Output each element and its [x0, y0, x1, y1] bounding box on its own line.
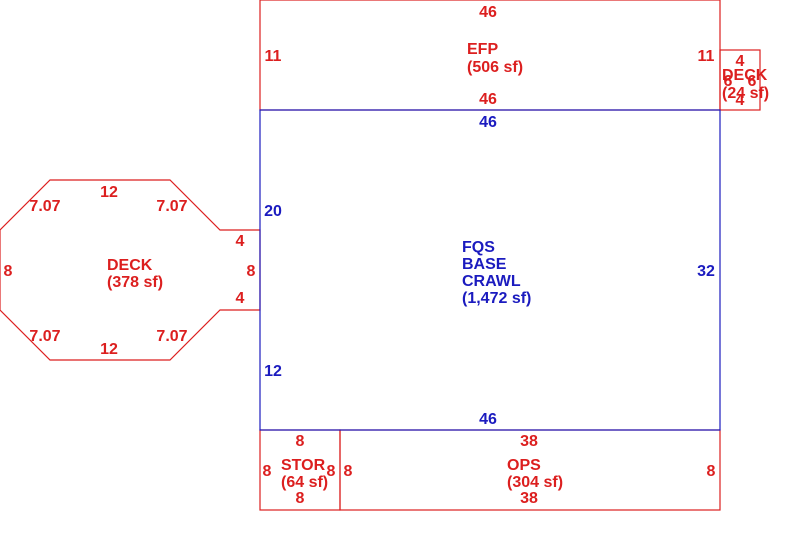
deck-small-dim-bottom: 4: [736, 92, 745, 109]
ops-dim-left: 8: [344, 463, 353, 480]
ops-dim-right: 8: [707, 463, 716, 480]
stor-name: STOR: [281, 457, 326, 474]
ops-dim-top: 38: [520, 433, 538, 450]
fqs-outline: [259, 109, 721, 431]
stor-dim-right: 8: [327, 463, 336, 480]
deck-small-dim-right: 6: [748, 73, 757, 90]
oct-dim-tl: 7.07: [29, 198, 60, 215]
oct-dim-bl: 7.07: [29, 328, 60, 345]
deck-small-dim-top: 4: [736, 53, 745, 70]
efp-dim-left: 11: [265, 48, 282, 65]
oct-dim-left: 8: [4, 263, 13, 280]
deck-octagon-outline: [0, 179, 261, 361]
efp-size: (506 sf): [467, 59, 523, 76]
ops-size: (304 sf): [507, 474, 563, 491]
efp-name: EFP: [467, 41, 498, 58]
fqs-dim-left-lower: 12: [264, 363, 282, 380]
fqs-dim-left-upper: 20: [264, 203, 282, 220]
deck-octagon-name: DECK: [107, 257, 153, 274]
oct-dim-stub-top: 4: [236, 233, 245, 250]
fqs-dim-right: 32: [697, 263, 715, 280]
fqs-line1: FQS: [462, 239, 495, 256]
deck-small-outline: [719, 49, 761, 111]
oct-dim-right: 8: [247, 263, 256, 280]
ops-dim-bottom: 38: [520, 490, 538, 507]
stor-dim-bottom: 8: [296, 490, 305, 507]
fqs-line3: CRAWL: [462, 273, 521, 290]
fqs-size: (1,472 sf): [462, 290, 531, 307]
deck-small-dim-left: 6: [724, 73, 733, 90]
stor-dim-left: 8: [263, 463, 272, 480]
fqs-line2: BASE: [462, 256, 507, 273]
fqs-dim-top: 46: [479, 114, 497, 131]
oct-dim-tr: 7.07: [156, 198, 187, 215]
efp-dim-right: 11: [698, 48, 715, 65]
ops-name: OPS: [507, 457, 541, 474]
efp-dim-bottom: 46: [479, 91, 497, 108]
deck-small-size: (24 sf): [722, 85, 769, 102]
stor-size: (64 sf): [281, 474, 328, 491]
oct-dim-stub-bottom: 4: [236, 290, 245, 307]
oct-dim-br: 7.07: [156, 328, 187, 345]
oct-dim-bottom: 12: [100, 341, 118, 358]
deck-octagon-size: (378 sf): [107, 274, 163, 291]
deck-small-name: DECK: [722, 67, 768, 84]
oct-dim-top: 12: [100, 184, 118, 201]
stor-dim-top: 8: [296, 433, 305, 450]
fqs-dim-bottom: 46: [479, 411, 497, 428]
efp-dim-top: 46: [479, 4, 497, 21]
